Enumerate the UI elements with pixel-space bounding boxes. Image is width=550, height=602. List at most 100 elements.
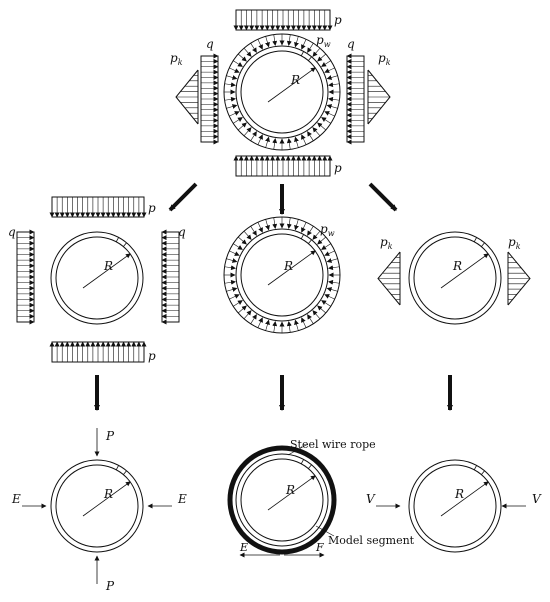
label-R: R (285, 483, 295, 497)
label-R: R (103, 487, 113, 501)
water-pressure-arrow (312, 47, 321, 57)
tunnel-ring-point-loads (50, 459, 144, 553)
label-q-left: q (206, 37, 214, 51)
label-p-top: p (334, 13, 342, 27)
water-pressure-arrow (257, 317, 263, 328)
label-pk-right: pk (378, 51, 391, 67)
water-pressure-arrow (328, 279, 340, 285)
radius-line (267, 475, 316, 511)
water-pressure-arrow (324, 250, 335, 256)
water-pressure-arrow (243, 230, 252, 240)
water-pressure-arrow (265, 219, 270, 231)
water-pressure-arrow (307, 131, 314, 141)
water-pressure-arrow (286, 138, 292, 150)
water-pressure-arrow (265, 319, 270, 331)
water-pressure-arrow (250, 314, 257, 324)
bottom-pressure-p (49, 341, 147, 363)
label-p: p (148, 201, 156, 215)
segment-joint (481, 470, 485, 475)
water-pressure-arrow (321, 300, 331, 307)
water-pressure-arrow (250, 43, 257, 53)
label-E-left: E (11, 492, 21, 506)
label-F: F (315, 541, 324, 554)
ring-outer-edge (50, 231, 144, 325)
water-pressure-arrow (321, 243, 331, 250)
water-pressure-arrow (324, 111, 335, 117)
water-pressure-arrow (321, 60, 331, 67)
water-pressure-arrow (224, 279, 236, 285)
water-pressure-arrow (226, 287, 238, 292)
water-pressure-arrow (294, 219, 299, 231)
water-pressure-arrow (317, 122, 327, 131)
vertical-lateral-load-case: p p q q R (8, 196, 186, 363)
left-pressure-q (16, 229, 35, 325)
water-pressure-arrow (272, 138, 278, 150)
segment-joint (481, 242, 485, 247)
label-steel-wire-rope: Steel wire rope (290, 438, 376, 451)
segment-joint (115, 237, 119, 242)
label-R: R (452, 259, 462, 273)
water-pressure-arrow (326, 258, 338, 263)
label-R: R (103, 259, 113, 273)
water-pressure-arrow (229, 294, 240, 300)
water-pressure-arrow (250, 131, 257, 141)
tunnel-ring-1 (50, 231, 144, 325)
water-pressure-arrow (328, 96, 340, 102)
ring-outer-edge (235, 45, 329, 139)
steel-wire-rope (227, 445, 337, 555)
label-R: R (454, 487, 464, 501)
water-pressure-arrow (233, 117, 243, 124)
leader-steel-wire-rope (287, 443, 309, 456)
label-P-bottom: P (105, 579, 115, 593)
segment-joint (473, 465, 477, 470)
water-pressure-arrow (328, 82, 340, 88)
water-pressure-arrow (324, 67, 335, 73)
water-pressure-arrow (226, 75, 238, 80)
right-pressure-q (161, 229, 180, 325)
label-p-bottom: p (334, 161, 342, 175)
right-lateral-pressure-q (346, 53, 365, 145)
water-pressure-arrow (272, 34, 278, 46)
water-pressure-arrow (257, 134, 263, 145)
segment-joint (300, 51, 304, 56)
label-V-left: V (366, 492, 376, 506)
water-pressure-arrow (326, 75, 338, 80)
horizontal-load-model: V V R (366, 459, 542, 553)
water-pressure-arrow (321, 117, 331, 124)
label-pk-right: pk (508, 235, 521, 251)
left-lateral-pressure-q (200, 53, 219, 145)
ring-inner-edge (55, 464, 139, 548)
label-pw-top: pw (316, 33, 331, 49)
segment-joint (300, 459, 304, 464)
point-load-model: P P E E R (11, 428, 187, 593)
ring-outer-edge (50, 459, 144, 553)
water-pressure-arrow (307, 314, 314, 324)
water-pressure-arrow (243, 127, 252, 137)
water-pressure-arrow (257, 39, 263, 50)
label-q-right: q (178, 225, 186, 239)
water-pressure-arrow (301, 222, 307, 233)
water-pressure-arrow (286, 34, 292, 46)
water-pressure-arrow (307, 43, 314, 53)
water-pressure-arrow (317, 305, 327, 314)
ring-inner-edge (55, 236, 139, 320)
label-q-left: q (8, 225, 16, 239)
water-pressure-arrow (317, 53, 327, 62)
water-pressure-arrow (312, 310, 321, 320)
label-pw: pw (320, 222, 335, 238)
water-pressure-arrow (237, 305, 247, 314)
water-pressure-arrow (328, 265, 340, 271)
tunnel-ring-horizontal-loads (408, 459, 502, 553)
left-resistance-pk (377, 251, 401, 306)
water-pressure-arrow (326, 104, 338, 109)
radius-line (267, 250, 316, 286)
water-pressure-arrow (294, 36, 299, 48)
water-pressure-arrow (224, 96, 236, 102)
water-pressure-arrow (233, 243, 243, 250)
segment-joint (123, 470, 127, 475)
radius-line (440, 481, 489, 517)
bottom-vertical-pressure-p (233, 155, 333, 177)
label-R-top: R (290, 73, 300, 87)
combined-load-case: p p q q pk pk pw R (170, 9, 391, 177)
